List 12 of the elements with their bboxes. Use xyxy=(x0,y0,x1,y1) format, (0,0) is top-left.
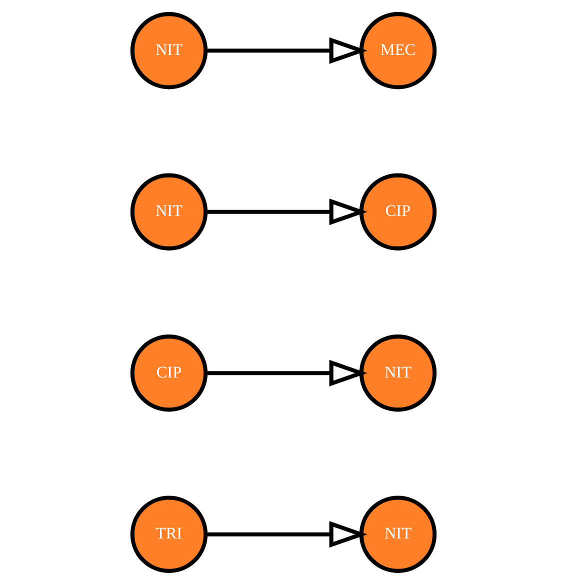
node-circle: CIP xyxy=(359,173,437,250)
node-circle: NIT xyxy=(130,173,208,250)
node-circle: TRI xyxy=(130,496,208,573)
arrow xyxy=(206,521,368,548)
arrow xyxy=(206,37,368,64)
node-circle: MEC xyxy=(359,12,437,90)
node-circle: NIT xyxy=(359,334,437,412)
node-circle: NIT xyxy=(130,12,208,90)
arrow xyxy=(206,360,368,386)
node-circle: NIT xyxy=(359,496,437,573)
node-circle: CIP xyxy=(130,334,208,412)
arrow xyxy=(206,198,368,226)
